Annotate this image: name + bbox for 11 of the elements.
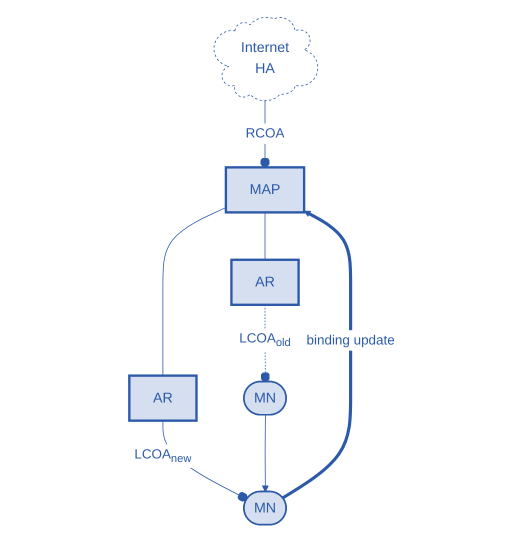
edge-label: LCOA$_{new}$ — [134, 446, 191, 466]
connector — [162, 207, 226, 376]
node-box: AR — [230, 258, 300, 306]
arrow — [281, 210, 352, 500]
edge-label: RCOA — [245, 126, 284, 141]
node-box: MAP — [224, 166, 305, 214]
node-box: AR — [128, 374, 198, 422]
edge-label: LCOA$_{old}$ — [238, 330, 290, 350]
arrow — [261, 414, 268, 492]
connector — [264, 212, 265, 260]
edge-label: binding update — [306, 332, 394, 348]
